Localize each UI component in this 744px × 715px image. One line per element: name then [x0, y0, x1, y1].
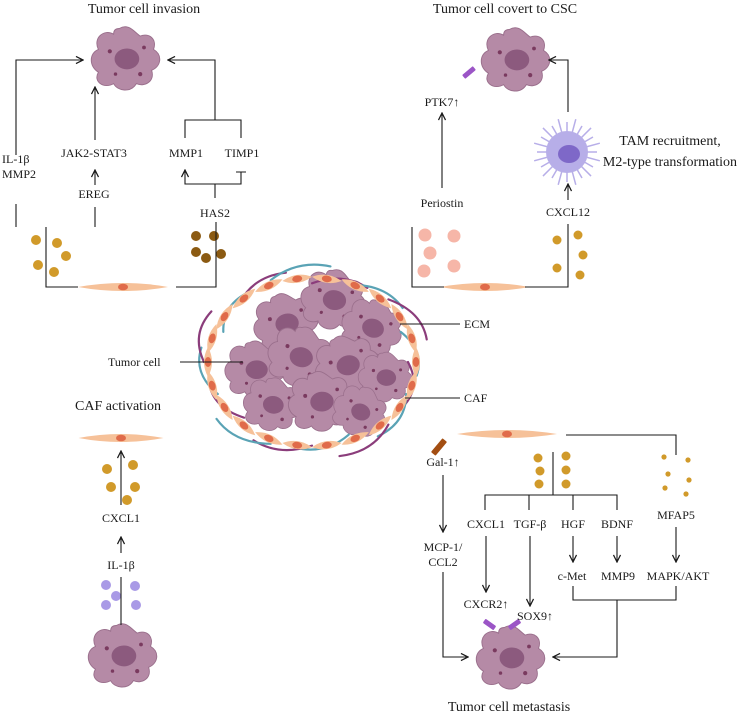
- caf-cell-icon: [440, 283, 530, 291]
- caf-cell-icon: [406, 323, 417, 353]
- cells-layer: [31, 26, 692, 690]
- title-invasion: Tumor cell invasion: [88, 2, 200, 17]
- label-mcp1-line2: CCL2: [428, 555, 457, 569]
- caf-cell-icon: [282, 440, 313, 450]
- tumor-cell-icon: [90, 26, 161, 91]
- receptor-icon: [431, 438, 447, 456]
- bracket-caf-right: [176, 222, 217, 288]
- fork-mmp-timp: [184, 119, 242, 138]
- caf-cell-icon: [412, 347, 420, 377]
- label-jak2-stat3: JAK2-STAT3: [61, 146, 127, 160]
- arrow-has2-to-mmp1: [185, 170, 216, 198]
- label-mfap5: MFAP5: [657, 508, 695, 522]
- tumor-cell-icon: [475, 625, 546, 690]
- caf-cell-icon: [78, 283, 168, 291]
- fork-cytokines: [484, 494, 618, 510]
- label-mapk-akt: MAPK/AKT: [647, 569, 710, 583]
- caf-cell-icon: [406, 371, 417, 401]
- receptor-icon: [483, 619, 496, 630]
- caf-cell-icon: [311, 274, 342, 284]
- label-gal1: Gal-1↑: [426, 455, 459, 469]
- label-mmp1: MMP1: [169, 146, 203, 160]
- title-metastasis: Tumor cell metastasis: [448, 700, 570, 715]
- arrow-signaling-to-tumor: [553, 600, 618, 657]
- label-ptk7: PTK7↑: [425, 95, 460, 109]
- line-caf-to-mfap5: [566, 434, 677, 455]
- title-csc: Tumor cell covert to CSC: [433, 2, 577, 17]
- label-cxcl12: CXCL12: [546, 205, 590, 219]
- secreted-dots-icon: [533, 451, 571, 489]
- caf-cell-icon: [216, 394, 233, 421]
- caf-cell-icon: [282, 274, 313, 284]
- secreted-dots-icon: [661, 454, 692, 497]
- panel-csc: Tumor cell covert to CSC PTK7↑ Periostin…: [411, 2, 737, 288]
- caf-cell-icon: [216, 303, 233, 330]
- caf-cell-icon: [232, 415, 256, 436]
- label-periostin: Periostin: [421, 196, 464, 210]
- arrow-il1b-to-tumor: [15, 60, 83, 155]
- label-il1b-activation: IL-1β: [107, 558, 134, 572]
- secreted-dots-icon: [191, 231, 226, 263]
- secreted-dots-icon: [552, 230, 588, 280]
- tam-cell-icon: [533, 118, 601, 186]
- label-cxcr2: CXCR2↑: [464, 597, 509, 611]
- caf-cell-icon: [255, 432, 283, 445]
- label-tgfb: TGF-β: [514, 517, 547, 531]
- panel-tumor-invasion: Tumor cell invasion IL-1β MMP2 JAK2-STAT…: [2, 2, 260, 288]
- caf-cell-icon: [232, 288, 256, 309]
- caf-cell-icon: [311, 440, 342, 450]
- label-il1b: IL-1β: [2, 152, 29, 166]
- label-mcp1-line1: MCP-1/: [424, 540, 463, 554]
- caf-cell-icon: [78, 434, 164, 442]
- caf-cell-icon: [207, 371, 218, 401]
- caf-cell-icon: [255, 279, 283, 292]
- title-caf-activation: CAF activation: [75, 399, 161, 414]
- bracket-periostin: [411, 227, 444, 288]
- secreted-dots-icon: [102, 460, 140, 505]
- secreted-dots-icon: [31, 235, 71, 277]
- inhibit-has2-timp1: [215, 171, 246, 185]
- caf-cell-icon: [207, 323, 218, 353]
- label-tam-line1: TAM recruitment,: [619, 134, 721, 149]
- caf-cell-icon: [391, 394, 408, 421]
- arrow-mcp1-to-tumor: [442, 572, 468, 657]
- bracket-cmet-mapk: [572, 586, 677, 601]
- panel-metastasis: Tumor cell metastasis Gal-1↑ MCP-1/ CCL2…: [424, 434, 710, 715]
- caf-cell-icon: [341, 432, 369, 445]
- caf-cell-icon: [457, 430, 557, 438]
- label-mmp2: MMP2: [2, 167, 36, 181]
- caf-cell-icon: [391, 303, 408, 330]
- bracket-caf-left: [45, 227, 78, 288]
- bracket-cxcl12: [525, 224, 569, 288]
- panel-center: ECM Tumor cell CAF: [108, 317, 490, 405]
- label-caf: CAF: [464, 391, 488, 405]
- caf-cell-icon: [368, 415, 392, 436]
- label-sox9: SOX9↑: [517, 609, 553, 623]
- label-ereg: EREG: [78, 187, 110, 201]
- receptor-icon: [462, 66, 476, 79]
- label-tumor-cell: Tumor cell: [108, 355, 161, 369]
- panel-caf-activation: CAF activation CXCL1 IL-1β: [75, 399, 161, 625]
- label-has2: HAS2: [200, 206, 230, 220]
- label-ecm: ECM: [464, 317, 490, 331]
- arrow-mmp-to-tumor: [168, 60, 216, 120]
- caf-cell-icon: [368, 288, 392, 309]
- label-cmet: c-Met: [558, 569, 587, 583]
- label-timp1: TIMP1: [225, 146, 260, 160]
- label-hgf: HGF: [561, 517, 585, 531]
- tumor-cell-icon: [332, 385, 387, 437]
- label-tam-line2: M2-type transformation: [603, 155, 737, 170]
- caf-cell-icon: [341, 279, 369, 292]
- label-bdnf: BDNF: [601, 517, 633, 531]
- tumor-cell-icon: [480, 27, 551, 92]
- receptor-icon: [508, 619, 521, 630]
- label-mmp9: MMP9: [601, 569, 635, 583]
- label-cxcl1-activation: CXCL1: [102, 511, 140, 525]
- tumor-cell-icon: [87, 623, 158, 688]
- label-cxcl1-metastasis: CXCL1: [467, 517, 505, 531]
- secreted-dots-icon: [417, 228, 461, 278]
- secreted-dots-icon: [101, 580, 141, 610]
- arrow-tam-to-csc: [549, 60, 569, 112]
